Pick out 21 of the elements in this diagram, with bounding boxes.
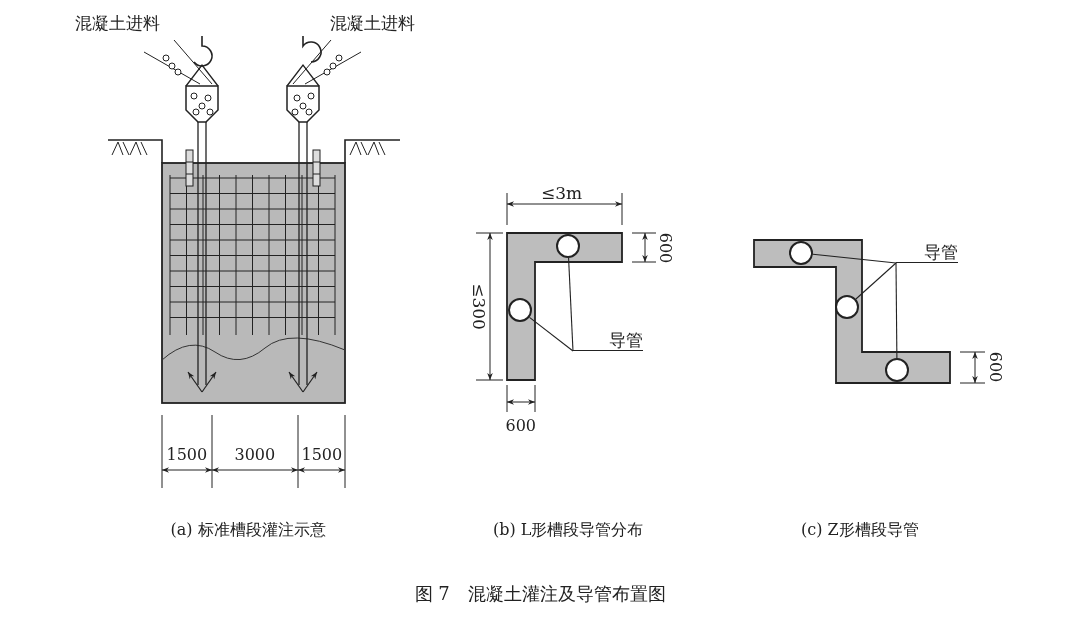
- feed-label: 混凝土进料: [330, 15, 415, 32]
- figure-caption: 图 7 混凝土灌注及导管布置图: [414, 585, 666, 603]
- dimension-text: ≤300: [469, 282, 487, 330]
- subfigure-caption: (b) L形槽段导管分布: [493, 522, 644, 538]
- dimension-text: 600: [505, 418, 537, 434]
- pipe-label: 导管: [573, 330, 643, 351]
- dimension-text: 600: [986, 351, 1003, 383]
- leader-line: [812, 253, 897, 264]
- leader-line: [568, 257, 574, 352]
- subfigure-caption: (a) 标准槽段灌注示意: [170, 522, 326, 538]
- pipe-label: 导管: [896, 242, 958, 263]
- leader-line: [528, 316, 574, 352]
- dimension-text: 600: [656, 232, 673, 264]
- leader-line: [855, 262, 897, 300]
- dimension-text: ≤3m: [541, 185, 583, 202]
- feed-label: 混凝土进料: [75, 15, 160, 32]
- dimension-text: 1500: [301, 447, 343, 463]
- dimension-text: 3000: [234, 447, 276, 463]
- subfigure-caption: (c) Z形槽段导管: [801, 522, 919, 538]
- leader-line: [895, 262, 898, 359]
- dimension-text: 1500: [166, 447, 208, 463]
